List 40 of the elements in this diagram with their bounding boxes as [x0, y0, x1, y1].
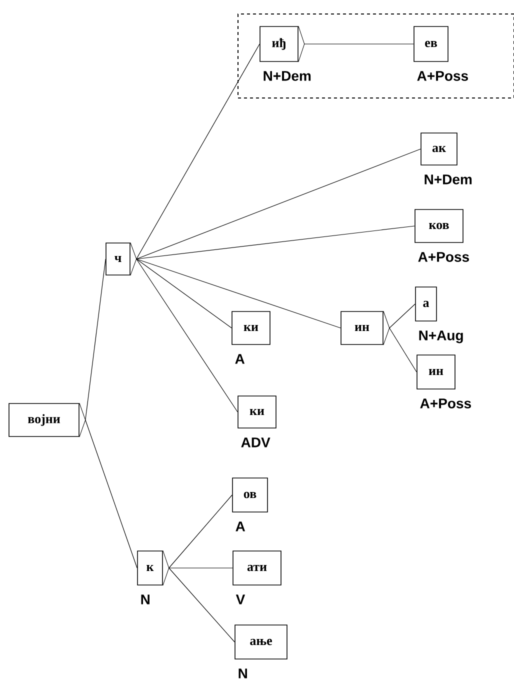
connector-line	[389, 304, 416, 328]
morpheme-box: ев	[414, 26, 448, 62]
morpheme-box: ки	[232, 311, 270, 345]
tag-label: A+Poss	[417, 71, 468, 81]
branch-box: ин	[340, 310, 390, 346]
connector-line	[136, 258, 238, 412]
morpheme-box: ак	[420, 132, 458, 166]
tag-label: N	[141, 594, 150, 604]
tag-label: A+Poss	[418, 252, 469, 262]
connector-line	[136, 258, 341, 328]
branch-box: иђ	[260, 26, 305, 62]
branch-box: војни	[8, 402, 86, 438]
tag-label: N+Dem	[264, 71, 311, 81]
connector-line	[136, 258, 232, 328]
morpheme-box: ати	[232, 550, 282, 586]
connector-line	[168, 494, 232, 568]
tag-label: ADV	[241, 438, 270, 448]
morpheme-box: а	[415, 286, 437, 322]
branch-box: к	[137, 550, 170, 586]
tag-label: N	[238, 668, 247, 678]
tag-label: A	[236, 522, 246, 532]
tag-label: V	[236, 594, 246, 604]
connector-line	[136, 44, 260, 260]
tag-label: A	[235, 354, 245, 364]
connector-line	[85, 258, 106, 420]
connector-line	[389, 328, 417, 372]
morpheme-box: ов	[232, 478, 268, 512]
tag-label: A+Poss	[420, 398, 471, 408]
branch-box: ч	[106, 242, 137, 276]
connector-line	[168, 568, 235, 642]
tag-label: N+Aug	[419, 330, 463, 344]
group-frame	[238, 14, 514, 98]
tag-label: N+Dem	[424, 174, 472, 184]
connector-line	[85, 420, 138, 568]
morpheme-box: ков	[414, 209, 464, 243]
morpheme-box: ин	[416, 354, 456, 390]
connector-line	[136, 226, 415, 260]
connector-line	[136, 148, 421, 260]
morpheme-box: ки	[238, 396, 276, 428]
morpheme-box: ање	[234, 624, 288, 660]
